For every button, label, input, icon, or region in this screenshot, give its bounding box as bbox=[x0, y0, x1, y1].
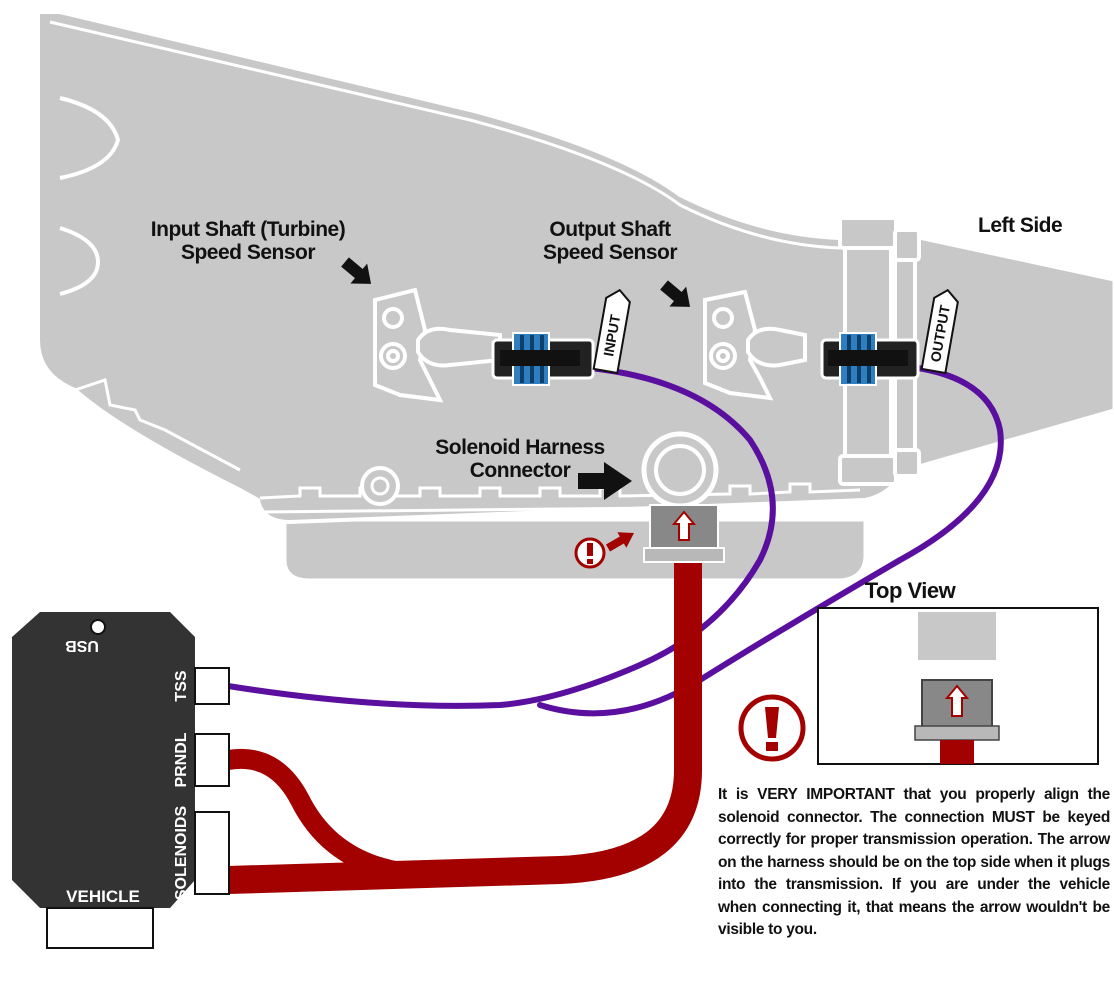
tss-label: TSS bbox=[173, 670, 190, 701]
output-connector bbox=[820, 332, 920, 386]
input-tag: INPUT bbox=[592, 288, 631, 375]
controller-box: USB VEHICLE TSS PRNDL SOLENOIDS bbox=[12, 612, 230, 949]
left-side-text: Left Side bbox=[978, 214, 1063, 237]
solenoid-port-inner bbox=[654, 444, 706, 496]
warning-text-2: be keyed correctly for proper transmissi… bbox=[718, 808, 1110, 939]
arrow-right-icon bbox=[660, 280, 691, 307]
top-view-inset bbox=[817, 607, 1099, 765]
arrow-right-icon bbox=[341, 257, 372, 284]
arrow-right-icon bbox=[578, 462, 632, 500]
alignment-warning: It is VERY IMPORTANT that you properly a… bbox=[718, 784, 1110, 942]
solenoid-line2: Connector bbox=[469, 459, 571, 482]
red-arrow-icon bbox=[606, 532, 634, 552]
solenoid-connector-label: Solenoid Harness Connector bbox=[395, 436, 645, 482]
pan-flange bbox=[259, 482, 861, 500]
output-tss-wire bbox=[537, 365, 1004, 717]
prndl-port bbox=[194, 733, 230, 787]
warning-lead: It is VERY IMPORTANT bbox=[718, 786, 895, 803]
tss-port bbox=[194, 667, 230, 705]
input-sensor-bracket bbox=[373, 287, 502, 403]
bell-bump-bottom bbox=[59, 226, 101, 296]
up-arrow-icon bbox=[944, 684, 970, 717]
solenoid-line1: Solenoid Harness bbox=[435, 436, 605, 459]
exclamation-icon bbox=[738, 694, 806, 762]
output-sensor-bracket bbox=[703, 289, 807, 401]
up-arrow-icon bbox=[671, 510, 697, 541]
input-connector bbox=[491, 332, 595, 386]
case-step-line bbox=[74, 378, 241, 472]
left-side-label: Left Side bbox=[978, 214, 1063, 237]
usb-label: USB bbox=[65, 637, 99, 654]
output-sensor-label: Output Shaft Speed Sensor bbox=[515, 218, 705, 264]
solenoid-plug bbox=[643, 504, 725, 563]
input-sensor-line2: Speed Sensor bbox=[180, 241, 316, 264]
warning-must: MUST bbox=[991, 808, 1035, 826]
solenoid-harness-wire bbox=[227, 562, 702, 894]
bolt-hole bbox=[370, 476, 390, 496]
output-tag: OUTPUT bbox=[920, 288, 959, 375]
warning-text-1: that you properly align the solenoid con… bbox=[718, 786, 1110, 826]
vehicle-label: VEHICLE bbox=[66, 887, 140, 906]
input-tag-text: INPUT bbox=[600, 313, 623, 358]
vehicle-port bbox=[46, 907, 154, 949]
bell-bump-top bbox=[59, 96, 121, 180]
top-view-title: Top View bbox=[864, 578, 956, 603]
case-inner-line bbox=[49, 20, 841, 250]
output-sensor-line2: Speed Sensor bbox=[542, 241, 678, 264]
input-sensor-label: Input Shaft (Turbine) Speed Sensor bbox=[118, 218, 378, 264]
prndl-wire bbox=[218, 748, 410, 882]
pan-flange-lower bbox=[261, 504, 865, 514]
input-sensor-line1: Input Shaft (Turbine) bbox=[150, 218, 346, 241]
prndl-label: PRNDL bbox=[173, 732, 190, 787]
solenoids-port bbox=[194, 811, 230, 895]
solenoids-label: SOLENOIDS bbox=[173, 806, 190, 901]
output-sensor-line1: Output Shaft bbox=[549, 218, 671, 241]
